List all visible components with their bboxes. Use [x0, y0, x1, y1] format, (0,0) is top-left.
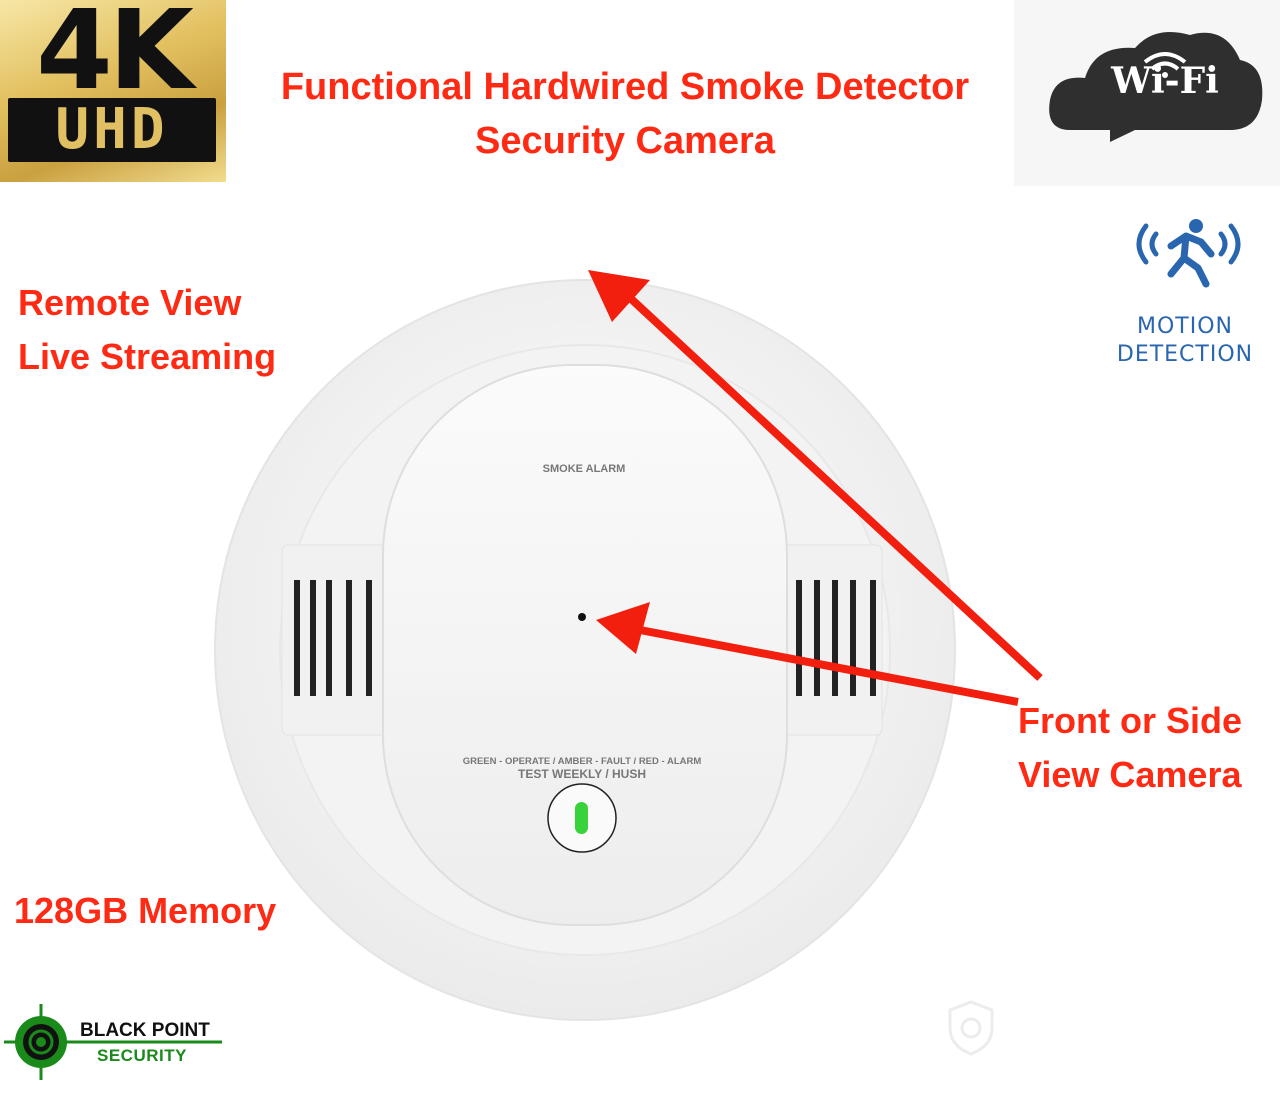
camera-pinhole-icon — [578, 613, 586, 621]
smoke-alarm-label: SMOKE ALARM — [542, 463, 626, 475]
status-legend-label: GREEN - OPERATE / AMBER - FAULT / RED - … — [462, 756, 702, 767]
left-vent-icon — [294, 580, 372, 696]
page-title: Functional Hardwired Smoke Detector Secu… — [240, 60, 1010, 168]
test-hush-label: TEST WEEKLY / HUSH — [517, 767, 647, 781]
logo-name: BLACK POINT — [80, 1020, 210, 1041]
memory-label: 128GB Memory — [14, 890, 277, 931]
motion-line-1: MOTION — [1137, 314, 1233, 339]
arrow-top-icon — [625, 293, 1043, 681]
motion-line-2: DETECTION — [1116, 342, 1254, 367]
crosshair-logo-icon — [4, 1004, 222, 1080]
camera-callout-label: Front or Side View Camera — [1018, 694, 1242, 802]
arrow-center-icon — [639, 626, 1019, 706]
shield-watermark-icon — [948, 1000, 994, 1056]
wifi-cloud-icon — [1049, 31, 1263, 143]
camera-line-2: View Camera — [1018, 754, 1242, 795]
remote-view-label: Remote View Live Streaming — [18, 276, 276, 384]
badge-uhd-text: UHD — [55, 97, 169, 162]
badge-4k-text: 4K — [36, 0, 194, 114]
remote-line-1: Remote View — [18, 282, 242, 323]
title-line-1: Functional Hardwired Smoke Detector — [280, 66, 970, 108]
camera-line-1: Front or Side — [1018, 700, 1242, 741]
wifi-label: Wi-Fi — [1111, 60, 1219, 102]
motion-detection-label: MOTION DETECTION — [1100, 313, 1270, 369]
logo-tagline: SECURITY — [97, 1046, 187, 1065]
remote-line-2: Live Streaming — [18, 336, 277, 377]
title-line-2: Security Camera — [475, 120, 775, 162]
badge-uhd-box: UHD — [8, 98, 216, 162]
4k-uhd-badge: 4K UHD — [0, 0, 226, 182]
smoke-detector-image — [214, 279, 956, 1021]
right-vent-icon — [796, 580, 876, 696]
running-person-icon — [1136, 219, 1241, 288]
